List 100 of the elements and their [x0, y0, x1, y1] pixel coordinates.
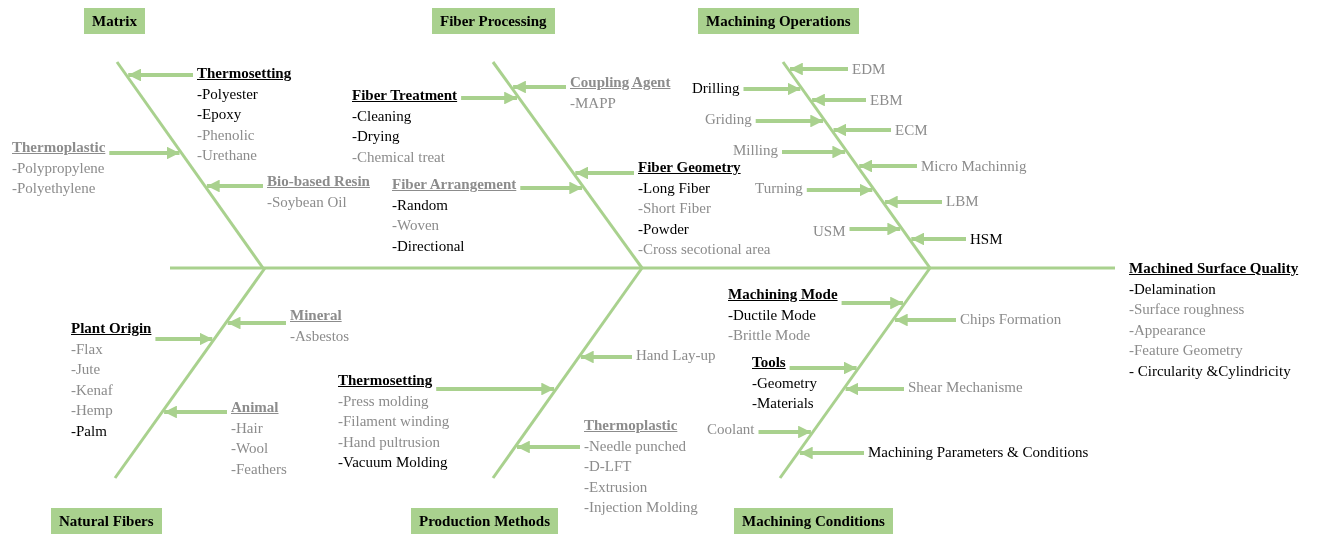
list-item: -Random — [392, 195, 448, 215]
cause-label: USM — [813, 221, 846, 242]
list-item: -Powder — [638, 219, 689, 239]
heading-text: Mineral — [290, 306, 342, 325]
list-item: -Hemp — [71, 401, 113, 420]
cause-label: LBM — [946, 191, 979, 212]
cause-label: Turning — [755, 178, 803, 199]
arrow — [743, 82, 801, 96]
arrow — [911, 232, 966, 246]
category-label: Matrix — [84, 8, 145, 34]
category-label: Natural Fibers — [51, 508, 162, 534]
category-label: Machining Operations — [698, 8, 859, 34]
arrow — [109, 146, 180, 160]
heading-text: Plant Origin — [71, 319, 152, 338]
list-item: -Press molding — [338, 391, 429, 411]
list-item: -Hair — [231, 418, 263, 438]
arrow — [461, 91, 517, 105]
list-item: -Woven — [392, 216, 440, 235]
cause-label: ECM — [895, 120, 928, 141]
arrow — [841, 296, 903, 310]
arrow — [845, 382, 904, 396]
heading-text: Fiber Treatment — [352, 86, 458, 105]
list-item: -Needle punched — [584, 436, 687, 456]
list-item: -MAPP — [570, 93, 616, 113]
list-item: -Brittle Mode — [728, 326, 811, 345]
list-item: -Epoxy — [197, 105, 242, 124]
cause-label: Micro Machinnig — [921, 156, 1027, 177]
cause-label: HSM — [970, 229, 1003, 250]
arrow — [580, 350, 632, 364]
cause-label: Chips Formation — [960, 309, 1062, 330]
cause-label: EDM — [852, 59, 886, 80]
list-item: -Polyester — [197, 84, 258, 104]
list-item: -Polypropylene — [12, 158, 105, 178]
arrow — [517, 440, 580, 454]
arrow — [520, 181, 583, 195]
list-item: -Appearance — [1129, 320, 1206, 340]
list-item: -Ductile Mode — [728, 305, 816, 325]
list-item: -Chemical treat — [352, 147, 445, 167]
cause-label: EBM — [870, 90, 903, 111]
list-item: -Extrusion — [584, 477, 648, 497]
heading-text: Thermoplastic — [12, 138, 106, 157]
list-item: -Asbestos — [290, 326, 350, 346]
arrow — [513, 80, 566, 94]
list-item: -Surface roughness — [1129, 300, 1245, 319]
heading-text: Fiber Arrangement — [392, 175, 517, 194]
arrow — [806, 183, 873, 197]
arrow — [859, 159, 917, 173]
list-item: -Cross secotional area — [638, 240, 771, 259]
arrow — [758, 425, 811, 439]
cause-label: Hand Lay-up — [636, 345, 716, 366]
cause-label: Machining Parameters & Conditions — [868, 442, 1089, 463]
cause-label: Shear Mechanisme — [908, 377, 1023, 398]
cause-label: Drilling — [692, 78, 740, 99]
heading-text: Animal — [231, 398, 279, 417]
list-item: -Filament winding — [338, 412, 450, 431]
list-item: -Long Fiber — [638, 178, 711, 198]
arrow — [206, 179, 263, 193]
heading-text: Bio-based Resin — [267, 172, 370, 191]
heading-text: Machined Surface Quality — [1129, 259, 1299, 278]
arrow — [227, 316, 286, 330]
list-item: -D-LFT — [584, 457, 632, 476]
list-item: -Polyethylene — [12, 179, 96, 198]
list-item: -Short Fiber — [638, 199, 711, 218]
list-item: -Injection Molding — [584, 498, 698, 517]
heading-text: Thermosetting — [197, 64, 292, 83]
arrow — [894, 313, 956, 327]
arrow — [884, 195, 942, 209]
list-item: -Phenolic — [197, 125, 255, 145]
list-item: - Circularity &Cylindricity — [1129, 361, 1291, 381]
list-item: -Flax — [71, 339, 103, 359]
list-item: -Vacuum Molding — [338, 453, 448, 472]
arrow — [833, 123, 891, 137]
fishbone-spine — [170, 266, 1115, 270]
arrow — [164, 405, 227, 419]
arrow — [782, 145, 846, 159]
arrow — [755, 114, 824, 128]
list-item: -Urethane — [197, 146, 257, 165]
list-item: -Soybean Oil — [267, 192, 347, 212]
arrow — [790, 62, 848, 76]
heading-text: Machining Mode — [728, 285, 838, 304]
arrow — [789, 361, 857, 375]
arrow — [849, 222, 901, 236]
arrow — [799, 446, 864, 460]
list-item: -Jute — [71, 360, 101, 379]
list-item: -Wool — [231, 439, 269, 458]
list-item: -Kenaf — [71, 380, 113, 400]
cause-label: Milling — [733, 140, 778, 161]
list-item: -Geometry — [752, 373, 817, 393]
heading-text: Tools — [752, 353, 786, 372]
arrow — [575, 166, 634, 180]
list-item: -Palm — [71, 421, 107, 441]
list-item: -Feature Geometry — [1129, 341, 1243, 360]
cause-label: Griding — [705, 109, 752, 130]
heading-text: Thermoplastic — [584, 416, 678, 435]
list-item: -Feathers — [231, 459, 287, 479]
arrow — [812, 93, 866, 107]
list-item: -Cleaning — [352, 106, 412, 126]
list-item: -Delamination — [1129, 279, 1216, 299]
heading-text: Coupling Agent — [570, 73, 671, 92]
heading-text: Fiber Geometry — [638, 158, 741, 177]
